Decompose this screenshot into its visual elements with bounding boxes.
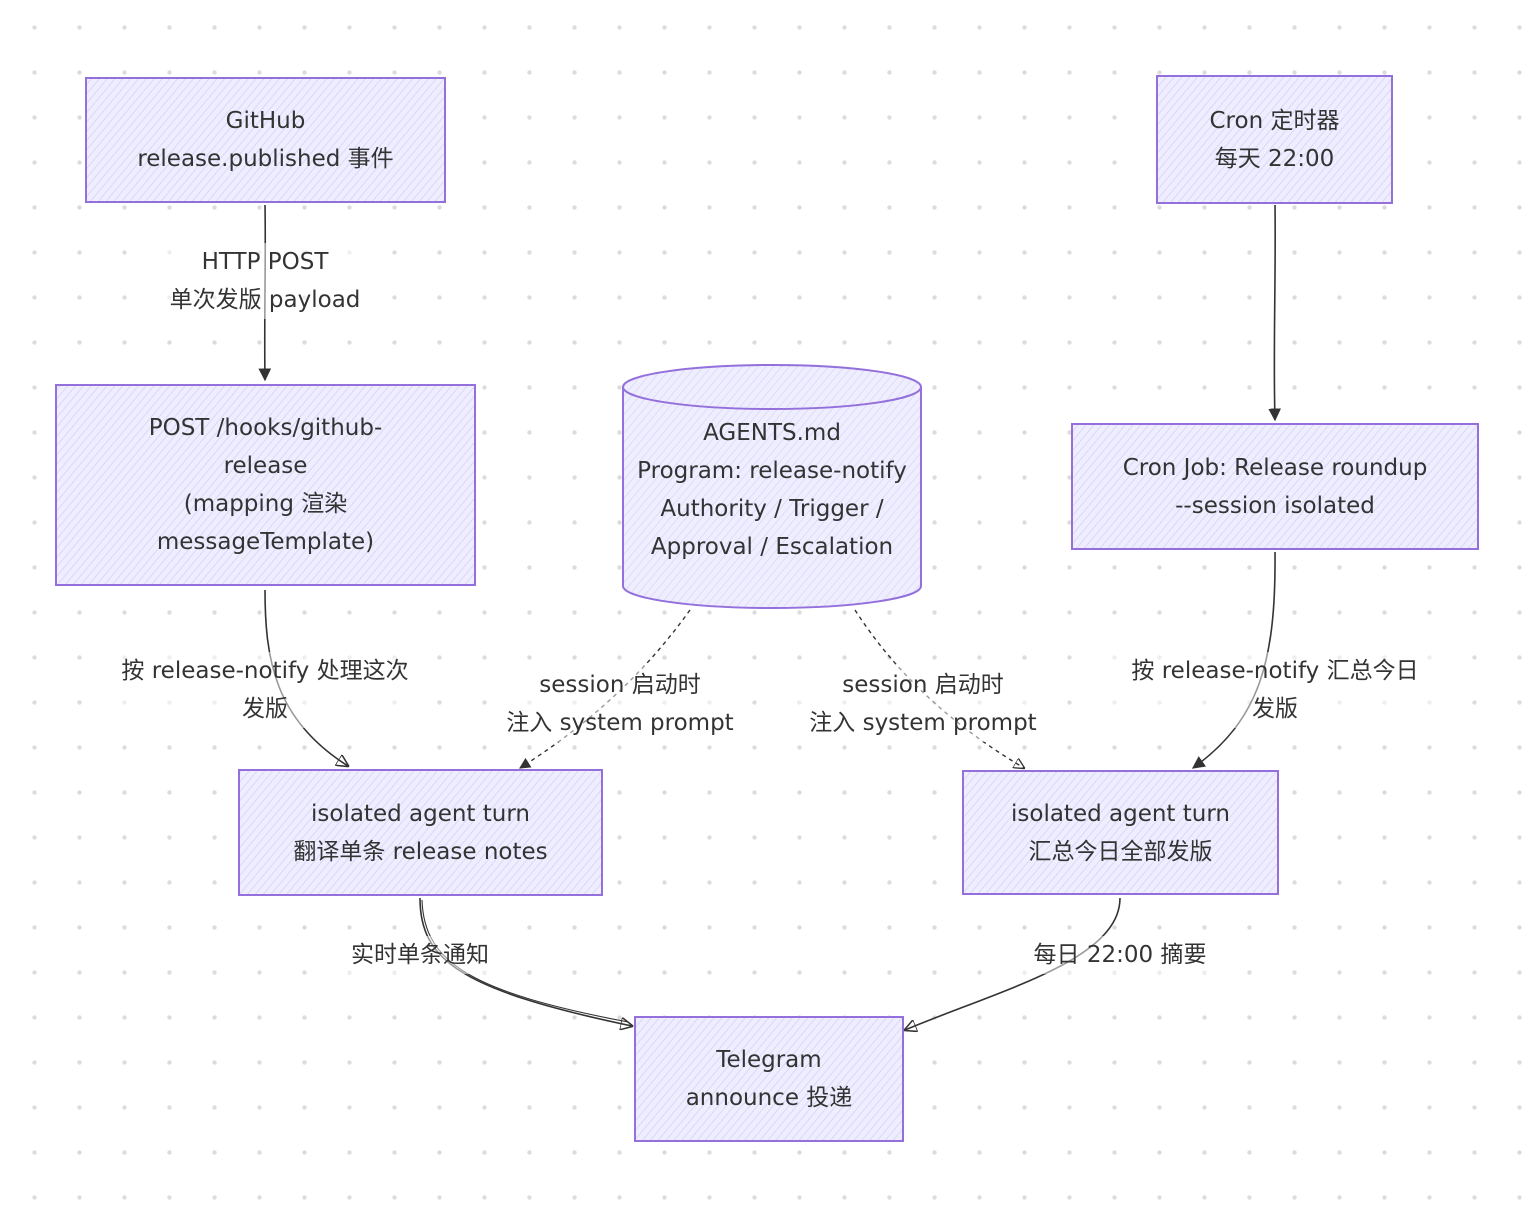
- node-webhook-line-1: POST /hooks/github-: [148, 415, 383, 441]
- node-cron-line-2: 每天 22:00: [1214, 145, 1335, 172]
- node-turn-single-line-1: isolated agent turn: [311, 800, 530, 827]
- node-webhook-line-3: (mapping 渲染: [183, 491, 348, 517]
- edge-label-daily: 每日 22:00 摘要: [1015, 936, 1225, 974]
- node-webhook-line-2: release: [223, 453, 308, 479]
- node-webhook-endpoint: POST /hooks/github- release (mapping 渲染 …: [55, 384, 476, 586]
- edge-label-inject-right-line-2: 注入 system prompt: [809, 710, 1037, 736]
- node-agents-line-3: Authority / Trigger /: [660, 496, 884, 522]
- edge-label-summarize-release: 按 release-notify 汇总今日 发版: [1110, 652, 1440, 728]
- node-turn-summary: isolated agent turn 汇总今日全部发版: [962, 770, 1279, 895]
- edge-label-inject-right: session 启动时 注入 system prompt: [798, 666, 1048, 742]
- edge-label-realtime: 实时单条通知: [330, 936, 510, 974]
- edge-label-http-post-line-2: 单次发版 payload: [169, 287, 361, 313]
- edge-label-handle-release-line-2: 发版: [242, 696, 288, 722]
- node-turn-single-line-2: 翻译单条 release notes: [293, 838, 548, 865]
- edge-label-inject-left: session 启动时 注入 system prompt: [495, 666, 745, 742]
- node-cronjob-line-2: --session isolated: [1175, 492, 1375, 519]
- edge-label-summarize-line-2: 发版: [1252, 696, 1298, 722]
- node-cron-job: Cron Job: Release roundup --session isol…: [1071, 423, 1479, 550]
- node-telegram-line-2: announce 投递: [685, 1085, 853, 1111]
- edge-label-http-post: HTTP POST 单次发版 payload: [140, 243, 390, 319]
- node-turn-summary-line-2: 汇总今日全部发版: [1028, 838, 1213, 865]
- node-agents-line-1: AGENTS.md: [703, 420, 841, 446]
- agents-cylinder-shape: [622, 364, 922, 609]
- node-telegram: Telegram announce 投递: [634, 1016, 904, 1142]
- edge-label-handle-release: 按 release-notify 处理这次 发版: [100, 652, 430, 728]
- node-github-line-2: release.published 事件: [137, 146, 394, 172]
- edge-cron-to-cronjob: [1268, 204, 1282, 422]
- node-cron: Cron 定时器 每天 22:00: [1156, 75, 1393, 204]
- node-github: GitHub release.published 事件: [85, 77, 446, 203]
- edge-label-inject-left-line-1: session 启动时: [539, 672, 701, 698]
- node-agents-line-4: Approval / Escalation: [650, 534, 894, 560]
- node-cronjob-line-1: Cron Job: Release roundup: [1122, 454, 1428, 481]
- node-github-line-1: GitHub: [225, 108, 306, 134]
- node-turn-summary-line-1: isolated agent turn: [1011, 800, 1230, 827]
- edge-label-inject-right-line-1: session 启动时: [842, 672, 1004, 698]
- edge-label-realtime-line-1: 实时单条通知: [351, 942, 489, 968]
- node-cron-line-1: Cron 定时器: [1209, 107, 1340, 134]
- node-webhook-line-4: messageTemplate): [156, 529, 375, 555]
- edge-label-http-post-line-1: HTTP POST: [201, 249, 329, 275]
- node-turn-single: isolated agent turn 翻译单条 release notes: [238, 769, 603, 896]
- node-agents-line-2: Program: release-notify: [637, 458, 907, 484]
- edge-label-inject-left-line-2: 注入 system prompt: [506, 710, 734, 736]
- edge-label-summarize-line-1: 按 release-notify 汇总今日: [1131, 658, 1419, 684]
- edge-label-handle-release-line-1: 按 release-notify 处理这次: [121, 658, 409, 684]
- node-telegram-line-1: Telegram: [716, 1047, 822, 1073]
- node-agents-md: AGENTS.md Program: release-notify Author…: [623, 400, 921, 580]
- edge-label-daily-line-1: 每日 22:00 摘要: [1033, 942, 1207, 968]
